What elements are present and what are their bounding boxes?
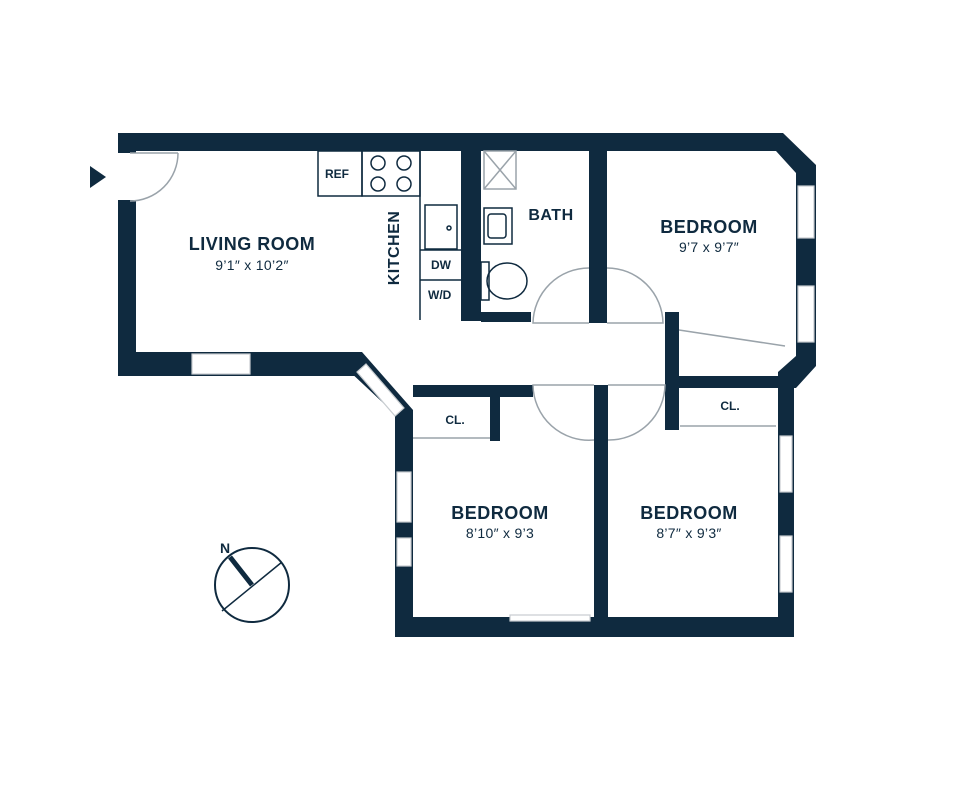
window-ne-2 <box>797 285 815 343</box>
wall-closet-sw <box>490 397 500 441</box>
entry-door-swing <box>129 152 179 202</box>
windows <box>191 185 815 622</box>
bath-name: BATH <box>528 207 573 224</box>
burner-icon <box>396 155 412 171</box>
wall-top <box>118 133 783 151</box>
wall-ne-closet-left <box>665 312 679 430</box>
bath-door-swing <box>532 267 590 324</box>
compass-north-label: N <box>220 540 230 556</box>
wall-se-closet-top <box>665 376 790 388</box>
kitchen-name: KITCHEN <box>386 211 403 286</box>
wall-west-top <box>118 133 136 153</box>
wall-bedroom-split <box>594 385 608 637</box>
dw-label: DW <box>431 258 452 272</box>
wall-hall-bottom <box>413 385 533 397</box>
compass-circle <box>214 547 290 623</box>
bedroom-ne-door-swing <box>606 267 664 324</box>
shower-icon <box>483 150 517 190</box>
living-room-dims: 9’1″ x 10’2″ <box>215 257 288 273</box>
wd-label: W/D <box>428 288 452 302</box>
living-room-name: LIVING ROOM <box>189 234 316 254</box>
window-se-1 <box>779 435 793 493</box>
toilet-tank-icon <box>480 261 490 301</box>
labels: LIVING ROOM 9’1″ x 10’2″ KITCHEN BATH BE… <box>189 207 758 541</box>
wall-west-lower <box>395 410 413 637</box>
entry <box>90 152 179 202</box>
bedroom-se-name: BEDROOM <box>640 503 738 523</box>
ref-label: REF <box>325 167 349 181</box>
bedroom-ne-dims: 9’7 x 9’7″ <box>679 239 739 255</box>
toilet-bowl-icon <box>486 262 528 300</box>
window-se-2 <box>779 535 793 593</box>
bedroom-se-door-swing <box>607 384 666 441</box>
closet-sw-label: CL. <box>445 413 464 427</box>
burner-icon <box>370 155 386 171</box>
entry-arrow-icon <box>90 166 106 188</box>
wall-east-lower <box>778 378 794 636</box>
window-living <box>191 353 251 375</box>
bedroom-sw-dims: 8’10″ x 9’3 <box>466 525 534 541</box>
wall-west <box>118 200 136 376</box>
bedroom-sw-door-swing <box>532 384 595 441</box>
stove <box>361 150 421 197</box>
bath-sink-basin <box>487 213 507 239</box>
kitchen-sink-icon <box>424 204 458 250</box>
bedroom-se-dims: 8’7″ x 9’3″ <box>656 525 721 541</box>
window-bottom <box>509 614 591 622</box>
closet-se-label: CL. <box>720 399 739 413</box>
bath-sink-icon <box>483 207 513 245</box>
wall-ne-chamfer <box>776 133 816 186</box>
compass: N <box>214 540 290 623</box>
window-sw-2 <box>396 537 412 567</box>
door-swings <box>413 267 786 441</box>
wall-bath-bottom <box>481 312 531 322</box>
closet-ne-swing <box>678 329 786 347</box>
kitchen-fixtures: REF DW W/D <box>317 150 461 320</box>
compass-needle-icon <box>228 555 254 587</box>
bedroom-sw-name: BEDROOM <box>451 503 549 523</box>
burner-icon <box>370 176 386 192</box>
bath-fixtures <box>480 150 528 301</box>
window-diagonal <box>356 363 405 417</box>
window-sw-1 <box>396 471 412 523</box>
wall-bath-bedroom <box>589 151 607 323</box>
compass-line <box>221 561 283 612</box>
wall-kitchen-bath <box>461 151 481 321</box>
burner-icon <box>396 176 412 192</box>
window-ne-1 <box>797 185 815 239</box>
bedroom-ne-name: BEDROOM <box>660 217 758 237</box>
shower-diag <box>483 150 517 190</box>
faucet-icon <box>446 225 452 231</box>
